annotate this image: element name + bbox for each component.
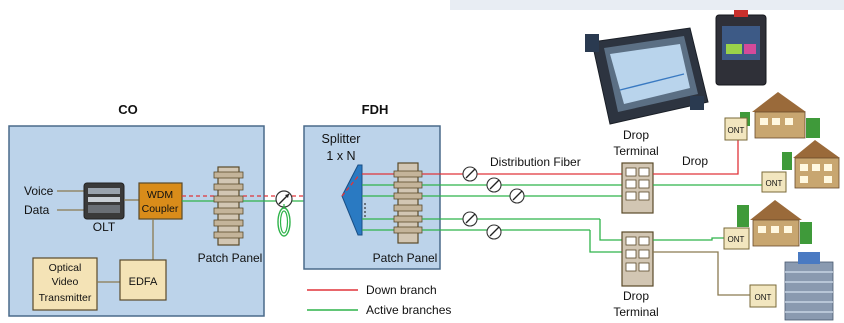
ont-device: ONT: [723, 227, 750, 250]
drop-terminal-bottom: [621, 231, 654, 287]
fdh-title: FDH: [362, 102, 389, 117]
power-meter-icon: [462, 211, 478, 227]
drop-terminal-top: [621, 162, 654, 214]
patch-panel-fdh-label: Patch Panel: [373, 251, 438, 265]
drop-terminal-bottom-label-line1: Drop: [623, 289, 649, 303]
power-meter-icon: [462, 166, 478, 182]
ont-device: ONT: [724, 117, 748, 141]
ont-label: ONT: [755, 293, 772, 302]
patch-panel-co-label: Patch Panel: [198, 251, 263, 265]
house-icon: [737, 200, 812, 247]
legend-label-down-branch: Down branch: [366, 283, 437, 297]
house-icon: [782, 140, 840, 189]
olt-label: OLT: [93, 220, 116, 234]
splitter-label-line2: 1 x N: [326, 149, 355, 163]
house-icon: [740, 92, 820, 139]
drop-terminal-bottom-label-line2: Terminal: [613, 305, 658, 319]
tx-label-line3: Transmitter: [39, 292, 92, 304]
splitter-1xN: [341, 164, 363, 236]
ont-device: ONT: [761, 171, 787, 193]
patch-panel-co: [213, 166, 244, 246]
otdr-test-instrument-icon: [585, 27, 709, 125]
optical-video-transmitter: [32, 257, 98, 311]
drop-terminal-top-label-line1: Drop: [623, 128, 649, 142]
wdm-label-line1: WDM: [147, 189, 173, 201]
legend-label-active-branches: Active branches: [366, 303, 451, 317]
ont-label: ONT: [766, 179, 783, 188]
fiber-coil-icon: [277, 204, 291, 237]
ont-label: ONT: [728, 126, 745, 135]
distribution-fiber-label: Distribution Fiber: [490, 155, 581, 169]
wdm-label-line2: Coupler: [142, 203, 179, 215]
olt-device: [83, 182, 125, 220]
top-photo-strip: [450, 0, 844, 10]
co-title: CO: [118, 102, 138, 117]
legend: Down branch Active branches: [307, 283, 451, 317]
edfa-amplifier: [119, 259, 167, 301]
ont-device: ONT: [749, 284, 777, 308]
power-meter-icon: [509, 188, 525, 204]
patch-panel-fdh: [393, 162, 423, 244]
tx-label-line1: Optical: [49, 262, 82, 274]
drop-label: Drop: [682, 154, 708, 168]
office-building-icon: [784, 252, 834, 321]
drop-terminal-top-label-line2: Terminal: [613, 144, 658, 158]
edfa-label: EDFA: [129, 276, 158, 288]
data-label: Data: [24, 203, 50, 217]
splitter-label-line1: Splitter: [322, 132, 361, 146]
tx-label-line2: Video: [52, 276, 79, 288]
optical-power-meter-icon: [715, 10, 767, 86]
voice-label: Voice: [24, 184, 54, 198]
power-meter-icon: [486, 224, 502, 240]
power-meter-icon: [486, 177, 502, 193]
ont-label: ONT: [728, 235, 745, 244]
